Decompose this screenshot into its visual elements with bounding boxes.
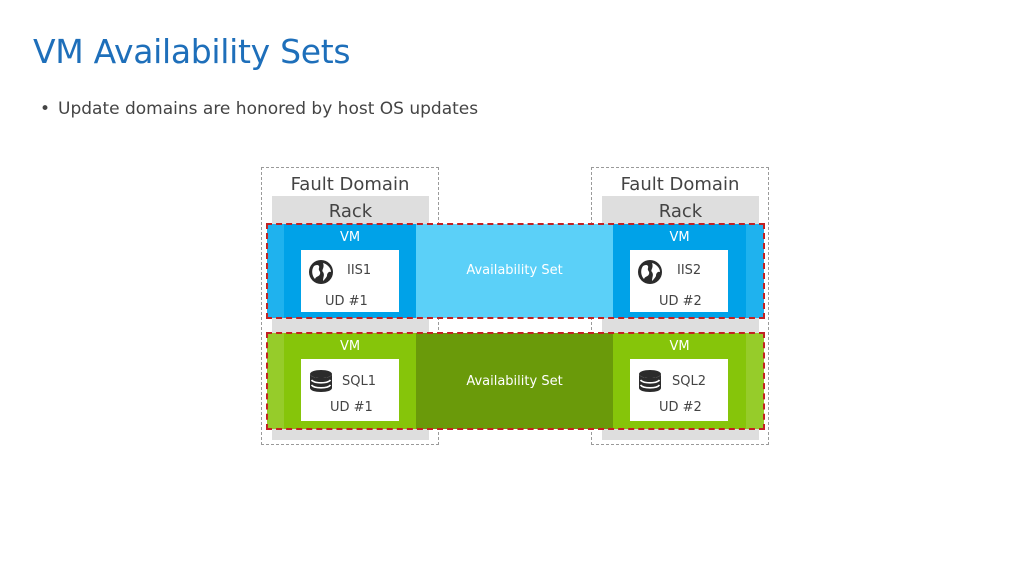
rack-1-label: Rack xyxy=(328,201,373,222)
availability-set-sql-border xyxy=(266,332,765,430)
database-icon xyxy=(639,370,661,392)
vm-iis2-ud: UD #2 xyxy=(659,294,702,309)
vm-iis1-ud: UD #1 xyxy=(325,294,368,309)
slide-title: VM Availability Sets xyxy=(33,32,351,71)
bullet-marker: • xyxy=(40,99,51,119)
vm-iis1-label: VM xyxy=(339,230,361,245)
vm-iis1-edge xyxy=(267,224,284,318)
vm-sql2-label: VM xyxy=(669,339,690,354)
availability-set-sql-label: Availability Set xyxy=(466,374,563,389)
availability-set-iis-border xyxy=(266,223,765,319)
database-icon xyxy=(310,370,332,392)
bullet-item: • Update domains are honored by host OS u… xyxy=(40,99,478,119)
fault-domain-2-label: Fault Domain xyxy=(620,174,740,195)
vm-sql1-name: SQL1 xyxy=(342,374,376,389)
vm-sql1-label: VM xyxy=(339,339,361,354)
vm-sql1-ud: UD #1 xyxy=(330,400,373,415)
vm-sql2-name: SQL2 xyxy=(672,374,706,389)
globe-icon xyxy=(309,260,333,284)
bullet-text: Update domains are honored by host OS up… xyxy=(58,99,479,119)
vm-iis2-label: VM xyxy=(669,230,690,245)
fault-domain-1-label: Fault Domain xyxy=(290,174,410,195)
availability-set-iis-label: Availability Set xyxy=(466,263,563,278)
rack-2-label: Rack xyxy=(658,201,703,222)
vm-sql2-ud: UD #2 xyxy=(659,400,702,415)
vm-iis2-edge xyxy=(746,224,764,318)
vm-sql2-edge xyxy=(746,333,764,429)
vm-iis2-name: IIS2 xyxy=(677,263,702,278)
vm-iis1-name: IIS1 xyxy=(347,263,372,278)
vm-sql1-edge xyxy=(267,333,284,429)
globe-icon xyxy=(638,260,662,284)
